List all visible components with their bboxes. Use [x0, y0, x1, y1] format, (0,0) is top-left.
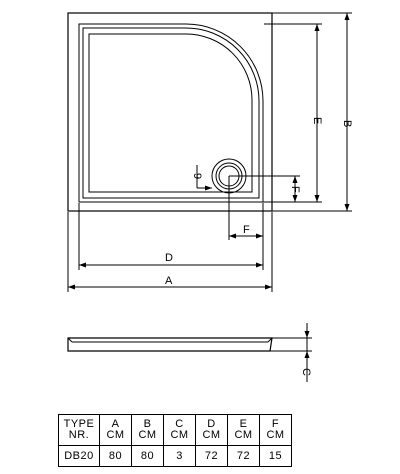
table-row: DB20 80 80 3 72 72 15 [58, 445, 292, 467]
dimension-label-d: D [165, 252, 173, 264]
cell-b: 80 [131, 445, 164, 467]
dimension-label-f-vertical: F [289, 186, 301, 193]
dimension-label-9: 9 [191, 173, 203, 179]
basin-outline-middle [82, 27, 260, 199]
dimension-label-f-horizontal: F [243, 224, 250, 236]
cell-a: 80 [99, 445, 132, 467]
dimension-label-a: A [165, 275, 173, 287]
cell-type-nr: DB20 [58, 445, 100, 467]
basin-outline-inner [88, 33, 253, 193]
dimension-label-c: C [300, 368, 312, 376]
tray-outer-outline [67, 12, 273, 212]
cell-e: 72 [227, 445, 260, 467]
cell-f: 15 [259, 445, 292, 467]
basin-outline-outer [78, 23, 264, 203]
cell-d: 72 [195, 445, 228, 467]
cell-c: 3 [163, 445, 196, 467]
dimension-label-b: B [341, 120, 353, 127]
dimension-label-e: E [311, 117, 323, 124]
tray-side-profile [67, 337, 273, 352]
